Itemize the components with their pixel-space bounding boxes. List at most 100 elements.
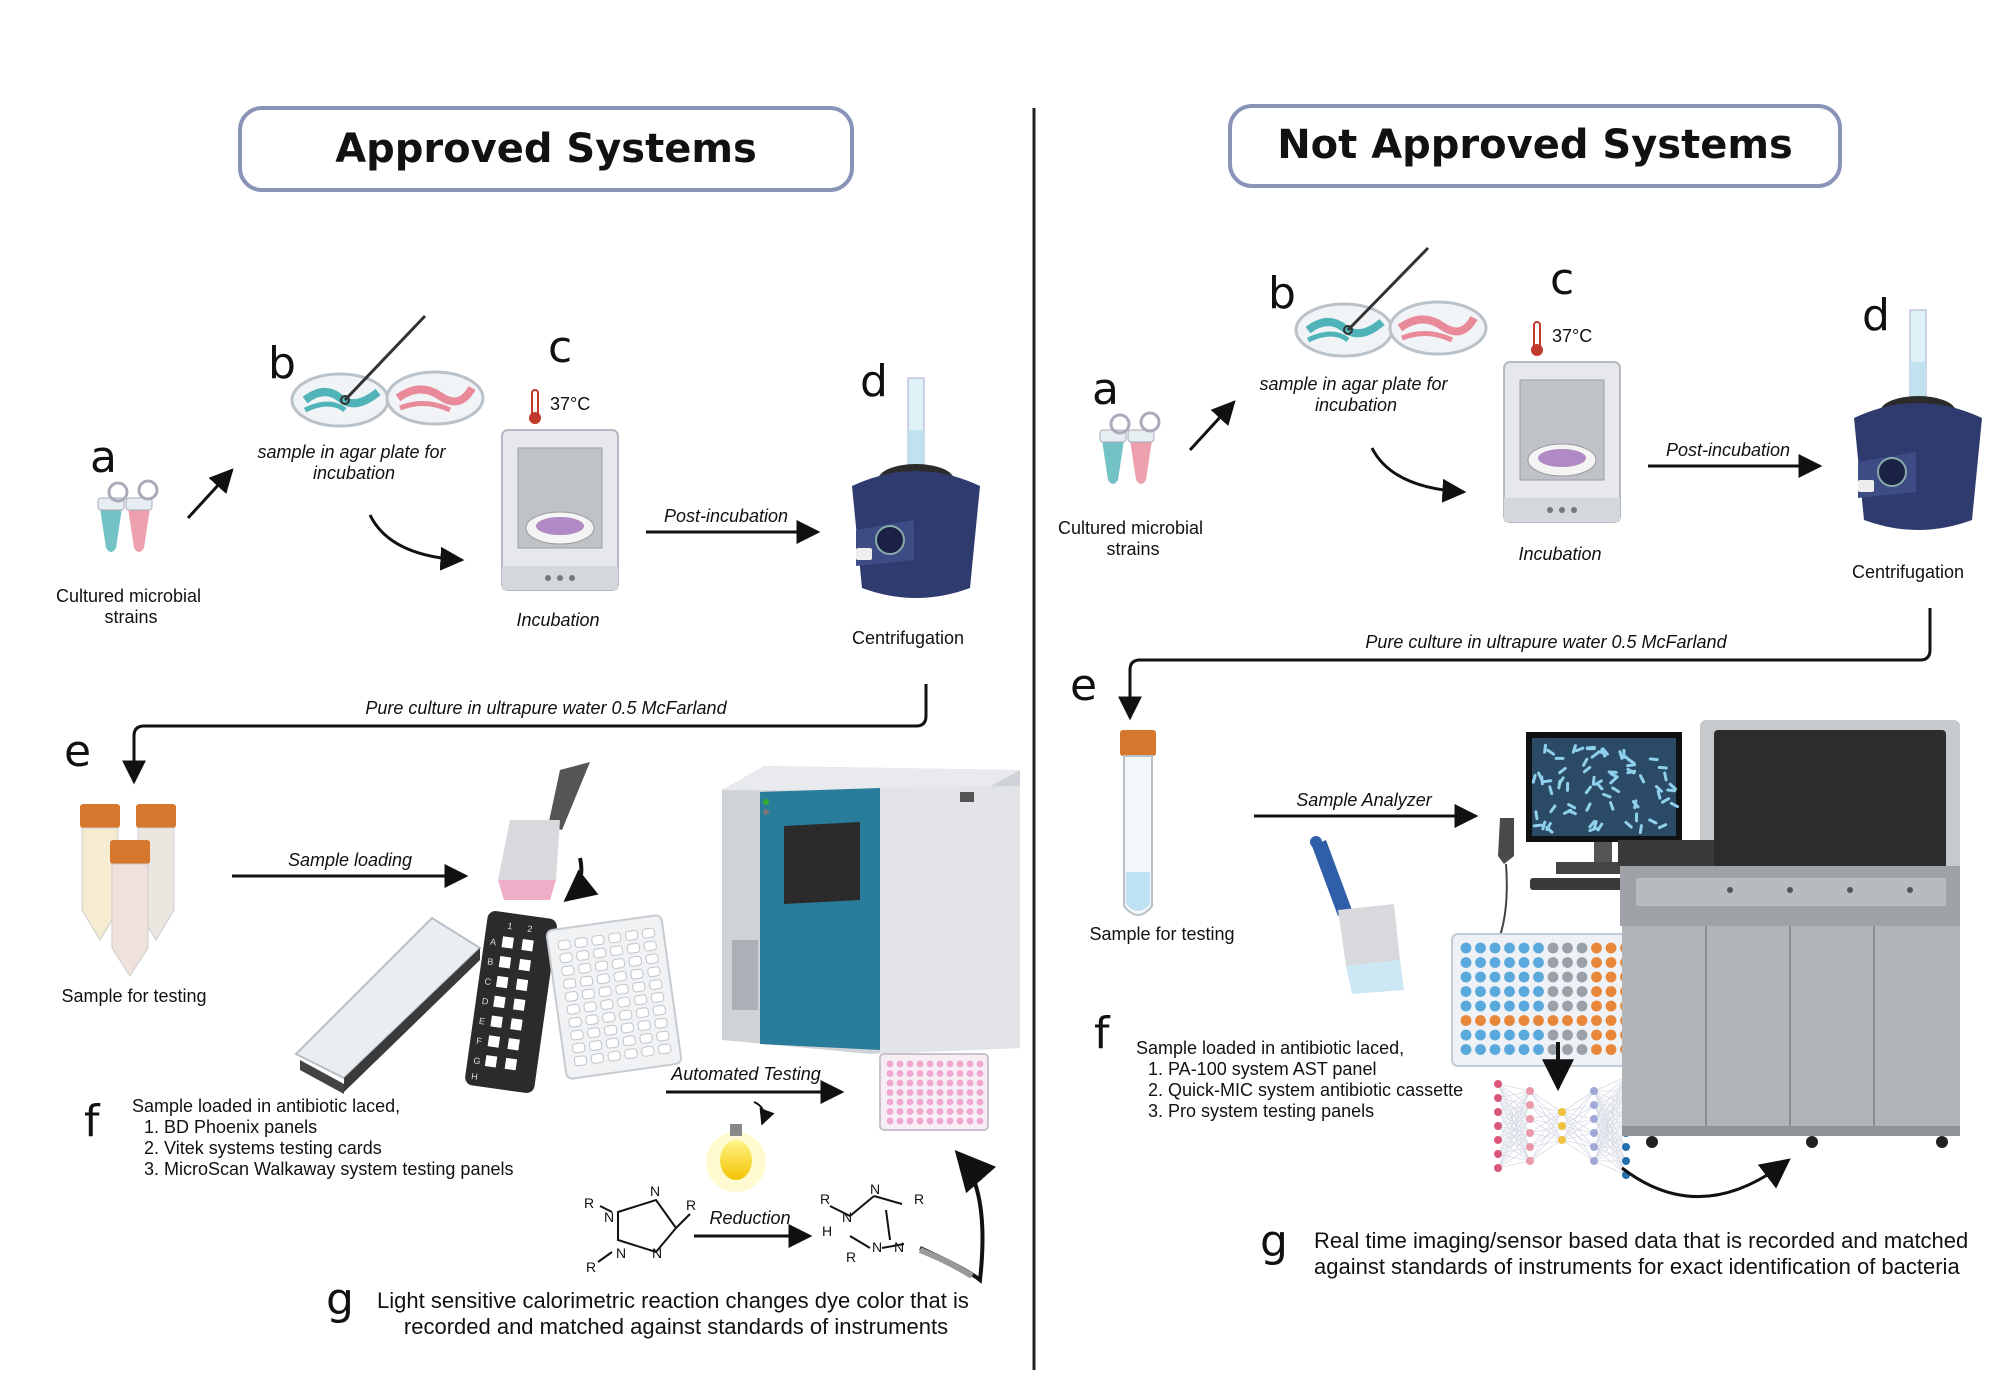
panel-well — [611, 958, 626, 969]
post-incubation-label: Post-incubation — [664, 506, 788, 526]
nn-node — [1494, 1108, 1502, 1116]
pink-well-plate — [879, 1053, 989, 1131]
ast-well — [1533, 986, 1544, 997]
panel-well — [624, 1048, 638, 1060]
ast-well — [1489, 942, 1501, 954]
approved-header-box — [238, 106, 854, 192]
plate-well — [916, 1108, 924, 1115]
bacterium — [1654, 784, 1663, 793]
plate-well — [966, 1117, 974, 1125]
f-item-right-2: 2. Quick-MIC system antibiotic cassette — [1148, 1080, 1463, 1100]
nn-edge — [1593, 1076, 1627, 1120]
bacterium — [1554, 756, 1565, 760]
bacterium — [1591, 775, 1596, 786]
bacterium — [1648, 818, 1658, 825]
ast-well — [1547, 1029, 1559, 1041]
microbial-tubes-right — [1099, 411, 1161, 484]
ast-well — [1562, 957, 1573, 968]
step-b-letter: b — [268, 338, 296, 389]
chem-n-7: N — [872, 1239, 882, 1255]
bacterium — [1532, 823, 1543, 828]
panel-well — [620, 1022, 635, 1034]
plate-well — [926, 1070, 934, 1077]
ast-well — [1562, 1000, 1573, 1012]
svg-text:1: 1 — [507, 921, 513, 932]
pure-culture-label-right: Pure culture in ultrapure water 0.5 McFa… — [1365, 632, 1727, 652]
ast-well — [1547, 1000, 1559, 1012]
ast-well — [1605, 957, 1617, 968]
plate-well — [936, 1079, 944, 1087]
svg-text:A: A — [490, 937, 497, 948]
ast-well — [1518, 1044, 1530, 1055]
bacterium — [1618, 750, 1624, 760]
panel-well — [635, 1007, 650, 1019]
svg-text:H: H — [471, 1071, 479, 1082]
ast-well — [1605, 1015, 1617, 1026]
bacterium — [1626, 769, 1637, 775]
nn-node — [1494, 1136, 1502, 1144]
panel-well — [648, 979, 663, 990]
panel-well — [603, 1024, 618, 1036]
bacterium — [1668, 782, 1677, 791]
ast-well — [1504, 1029, 1515, 1041]
plate-well — [906, 1079, 914, 1087]
bacterium — [1582, 757, 1589, 767]
bacterium — [1542, 779, 1553, 784]
bacterium — [1648, 757, 1659, 762]
panel-well — [602, 1012, 616, 1023]
chem-n-1: N — [604, 1209, 614, 1225]
nn-edge — [1593, 1146, 1627, 1162]
panel-well — [578, 962, 592, 974]
plate-well — [946, 1098, 954, 1106]
ast-well — [1504, 1044, 1515, 1055]
bacterium — [1531, 773, 1537, 784]
ast-well — [1504, 942, 1515, 954]
plate-well — [896, 1089, 904, 1096]
ast-well — [1533, 1029, 1544, 1041]
ast-well-plate — [1451, 933, 1637, 1067]
nn-edge — [1529, 1125, 1563, 1162]
ast-well — [1576, 1044, 1588, 1055]
svg-text:D: D — [481, 996, 489, 1007]
panel-well — [585, 1014, 599, 1026]
not-approved-header-box — [1228, 104, 1842, 188]
bacterium — [1635, 812, 1639, 823]
nn-edge — [1593, 1090, 1627, 1162]
sample-analyzer-label: Sample Analyzer — [1296, 790, 1432, 810]
ast-well — [1562, 1044, 1573, 1055]
bacterium — [1545, 821, 1552, 832]
nn-edge — [1497, 1118, 1531, 1169]
ast-well — [1460, 1000, 1472, 1012]
sample-loading-label: Sample loading — [288, 850, 412, 870]
plate-well — [966, 1089, 974, 1096]
plate-well — [896, 1098, 904, 1106]
nn-edge — [1497, 1146, 1531, 1169]
f-title-right: Sample loaded in antibiotic laced, — [1136, 1038, 1404, 1058]
nn-edge — [1497, 1132, 1531, 1169]
centrifugation-label-right: Centrifugation — [1852, 562, 1964, 582]
ast-well — [1489, 971, 1501, 983]
plate-well — [896, 1079, 904, 1087]
post-incubation-label-right: Post-incubation — [1666, 440, 1790, 460]
bacterium — [1602, 792, 1612, 799]
ast-well — [1518, 957, 1530, 968]
nn-node — [1494, 1150, 1502, 1158]
nn-edge — [1497, 1090, 1531, 1113]
chem-n-2: N — [650, 1183, 660, 1199]
nn-edge — [1497, 1090, 1531, 1127]
nn-edge — [1561, 1139, 1595, 1162]
ast-well — [1489, 1044, 1501, 1055]
step-a-letter-right: a — [1092, 364, 1119, 415]
bacterium — [1549, 804, 1557, 814]
agar-plates-right — [1294, 246, 1488, 358]
plate-well — [886, 1060, 894, 1068]
nn-node — [1590, 1129, 1598, 1137]
nn-node — [1558, 1108, 1566, 1116]
bacterium — [1607, 770, 1618, 774]
approved-header: Approved Systems — [335, 126, 757, 172]
step-c-letter: c — [548, 322, 572, 373]
ast-well — [1591, 942, 1602, 954]
nn-edge — [1561, 1090, 1595, 1113]
reduction-label: Reduction — [709, 1208, 790, 1228]
step-g-letter: g — [326, 1274, 354, 1325]
